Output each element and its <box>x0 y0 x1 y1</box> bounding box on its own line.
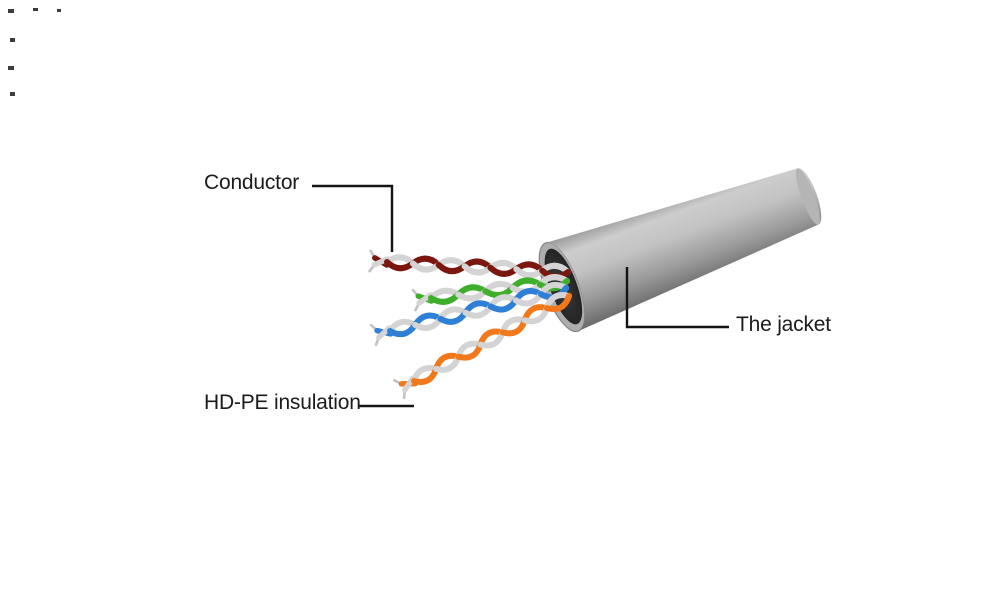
conductor-label: Conductor <box>204 171 300 194</box>
orange-white-pair <box>393 292 572 400</box>
jacket-label: The jacket <box>736 313 831 336</box>
twisted-pairs <box>368 249 572 400</box>
conductor-leader-line <box>312 184 394 252</box>
maroon-white-pair <box>368 249 571 280</box>
blue-white-pair <box>369 281 569 347</box>
jacket-leader-line <box>625 267 729 329</box>
leader-lines <box>312 184 729 408</box>
cable-jacket <box>545 168 822 332</box>
jacket-end-face <box>795 168 820 225</box>
cable-body <box>545 168 822 332</box>
hdpe-insulation-label: HD-PE insulation <box>204 391 361 414</box>
scan-artifacts <box>8 8 61 96</box>
